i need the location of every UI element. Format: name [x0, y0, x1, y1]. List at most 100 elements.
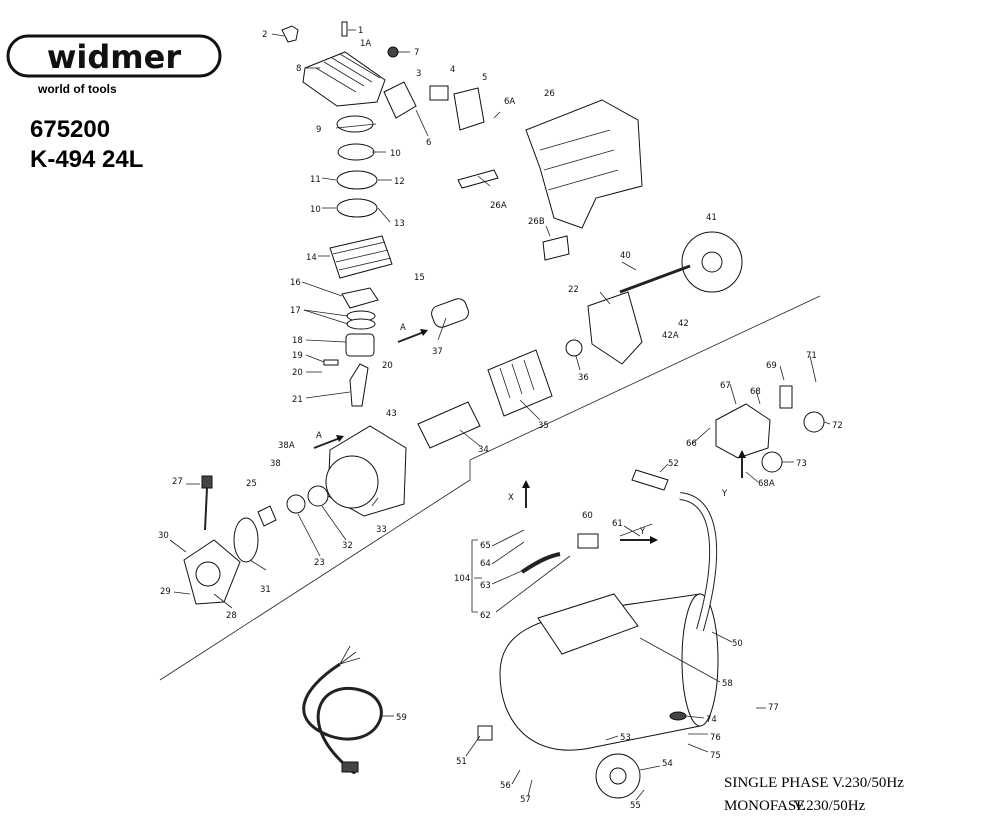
part-label-57: 57 — [520, 795, 531, 805]
logo-wordmark: widmer — [47, 38, 181, 76]
delivery-pipe — [679, 492, 718, 632]
part-label-75: 75 — [710, 751, 721, 761]
part-label-9: 9 — [316, 125, 321, 135]
power-cord-59 — [302, 645, 383, 774]
part-label-58: 58 — [722, 679, 733, 689]
part-label-69: 69 — [766, 361, 777, 371]
spec-monofase-label: MONOFASE — [724, 798, 806, 814]
valve-60 — [577, 533, 599, 549]
part-label-73: 73 — [796, 459, 807, 469]
svg-text:X: X — [508, 493, 514, 503]
wheel-54 — [595, 753, 641, 799]
foot-74 — [669, 711, 687, 721]
svg-text:Y: Y — [639, 527, 646, 537]
part-label-4: 4 — [450, 65, 455, 75]
part-label-17: 17 — [290, 306, 301, 316]
rod-21 — [349, 363, 369, 407]
part-label-76: 76 — [710, 733, 721, 743]
rotor-34 — [417, 401, 481, 449]
part-label-42a: 42A — [662, 331, 679, 341]
part-label-28: 28 — [226, 611, 237, 621]
part-label-25: 25 — [246, 479, 257, 489]
valve-plate-3 — [383, 81, 417, 119]
fan-41 — [681, 231, 743, 293]
capacitor-37 — [431, 298, 469, 328]
part-label-18: 18 — [292, 336, 303, 346]
cover-5 — [453, 87, 485, 131]
part-label-30: 30 — [158, 531, 169, 541]
part-label-3: 3 — [416, 69, 421, 79]
part-label-71: 71 — [806, 351, 817, 361]
part-label-32: 32 — [342, 541, 353, 551]
leader-lines — [169, 29, 831, 801]
part-label-59: 59 — [396, 713, 407, 723]
gasket-10a — [337, 143, 375, 161]
part-label-36: 36 — [578, 373, 589, 383]
part-label-34: 34 — [478, 445, 489, 455]
gauge-72 — [803, 411, 825, 433]
screw-1 — [341, 21, 348, 37]
part-label-42: 42 — [678, 319, 689, 329]
part-label-12: 12 — [394, 177, 405, 187]
part-label-15: 15 — [414, 273, 425, 283]
part-label-2: 2 — [262, 30, 267, 40]
gasket-10b — [336, 198, 378, 218]
piston-18 — [345, 333, 375, 357]
pipe-63 — [520, 552, 561, 574]
part-label-6a: 6A — [504, 97, 515, 107]
part-label-68a: 68A — [758, 479, 775, 489]
cylinder-14 — [329, 235, 393, 279]
part-label-26b: 26B — [528, 217, 545, 227]
part-label-65: 65 — [480, 541, 491, 551]
part-label-29: 29 — [160, 587, 171, 597]
part-label-66: 66 — [686, 439, 697, 449]
fan-cover-26 — [525, 99, 643, 229]
part-label-10b: 10 — [310, 205, 321, 215]
part-label-62: 62 — [480, 611, 491, 621]
model-name: K-494 24L — [30, 146, 144, 173]
part-label-16: 16 — [290, 278, 301, 288]
spring-52 — [631, 469, 669, 491]
part-label-61: 61 — [612, 519, 623, 529]
part-label-53: 53 — [620, 733, 631, 743]
gasket-16 — [341, 287, 379, 309]
part-label-43: 43 — [386, 409, 397, 419]
arrow-a-lower: A — [313, 431, 344, 449]
pin-19 — [323, 359, 339, 366]
bracket-58 — [537, 593, 639, 655]
part-label-8: 8 — [296, 64, 301, 74]
part-label-11: 11 — [310, 175, 321, 185]
part-label-55: 55 — [630, 801, 641, 811]
part-label-26: 26 — [544, 89, 555, 99]
spec-line-single-phase: SINGLE PHASE V.230/50Hz — [724, 775, 904, 791]
part-label-20a: 20 — [292, 368, 303, 378]
part-label-60: 60 — [582, 511, 593, 521]
part-number-labels: 1 1A 2 3 4 5 6 6A 7 8 9 10 10 11 12 13 1… — [158, 26, 843, 811]
part-label-51: 51 — [456, 757, 467, 767]
clip-26a — [457, 169, 499, 189]
part-label-41: 41 — [706, 213, 717, 223]
svg-text:Y: Y — [721, 489, 728, 499]
gasket-9 — [336, 115, 374, 133]
clip-26b — [542, 235, 570, 261]
widmer-logo: widmer — [6, 34, 222, 78]
drain-51 — [477, 725, 493, 741]
bearing-23 — [286, 494, 306, 514]
bearing-36 — [565, 339, 583, 357]
model-code: 675200 — [30, 116, 111, 143]
arrow-a-upper: A — [397, 323, 428, 343]
part-label-6: 6 — [426, 138, 431, 148]
part-label-5: 5 — [482, 73, 487, 83]
part-label-1: 1 — [358, 26, 363, 36]
part-label-72: 72 — [832, 421, 843, 431]
dipstick-27 — [201, 475, 213, 531]
part-label-40: 40 — [620, 251, 631, 261]
cylinder-head-8 — [302, 51, 386, 107]
plate-11 — [336, 170, 378, 190]
part-label-68: 68 — [750, 387, 761, 397]
block-4 — [429, 85, 449, 101]
regulator-69 — [779, 385, 793, 409]
rod-40 — [619, 264, 691, 294]
stator-35 — [487, 349, 553, 417]
